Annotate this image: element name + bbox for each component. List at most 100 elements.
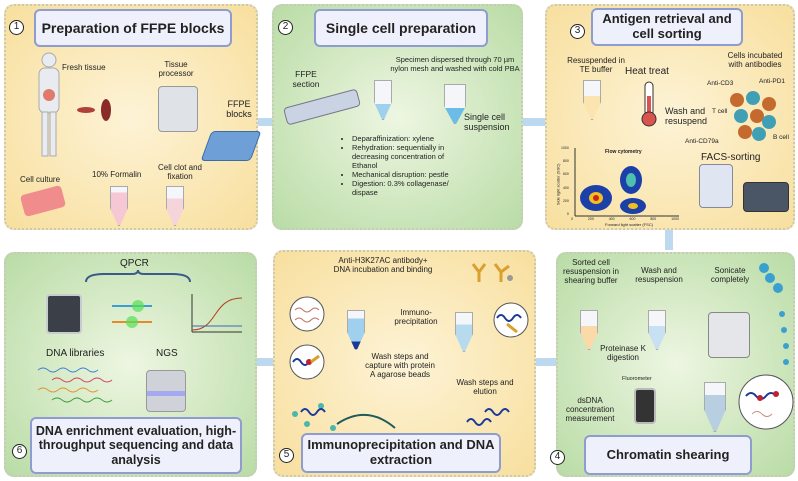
x-tick: 1000: [671, 217, 679, 221]
antibody-dna-complex-icon: [289, 344, 325, 380]
label-anti-cd3: Anti-CD3: [707, 80, 734, 87]
elution-tube-icon: [455, 312, 473, 352]
label-cell-culture: Cell culture: [20, 175, 61, 184]
antibody-icon: [471, 263, 513, 282]
wash-tube-icon: [648, 310, 666, 350]
panel-title: Chromatin shearing: [584, 435, 752, 475]
sheared-dna-circle-icon: [738, 374, 794, 430]
label-ngs: NGS: [156, 348, 178, 359]
step-item: Digestion: 0.3% collagenase/ dispase: [352, 179, 462, 197]
agarose-beads-icon: [292, 403, 396, 431]
eluted-complex-circle-icon: [493, 302, 529, 338]
sonicator-icon: [708, 312, 750, 358]
x-tick: 400: [608, 217, 615, 221]
label-formalin: 10% Formalin: [92, 170, 142, 179]
label-proteinase-k: Proteinase K digestion: [600, 344, 646, 363]
label-fresh-tissue: Fresh tissue: [62, 63, 106, 72]
human-body-icon: [38, 52, 60, 157]
tissue-processor-icon: [158, 86, 198, 132]
ngs-sequencer-icon: [146, 370, 186, 412]
panel-title: Single cell preparation: [314, 9, 488, 47]
qpcr-machine-icon: [46, 294, 82, 334]
culture-flask-icon: [19, 184, 67, 218]
label-ffpe-blocks: FFPE blocks: [226, 99, 252, 120]
label-cells-incubated: Cells incubated with antibodies: [727, 51, 783, 70]
flow-arrow-4-5: [536, 358, 556, 366]
y-tick: 800: [562, 159, 569, 164]
label-sonicate: Sonicate completely: [710, 266, 750, 285]
x-tick: 200: [587, 217, 594, 221]
shearing-buffer-tube-icon: [580, 310, 598, 350]
fluorometer-icon: [634, 388, 656, 424]
label-heat-treat: Heat treat: [625, 66, 669, 77]
step-item: Rehydration: sequentially in decreasing …: [352, 143, 462, 170]
label-wash-resuspension: Wash and resuspension: [635, 266, 683, 285]
flow-arrow-3-4: [665, 230, 673, 250]
label-t-cell: T cell: [712, 108, 728, 115]
panel-title: Preparation of FFPE blocks: [34, 9, 232, 47]
y-tick: 1000: [561, 146, 569, 150]
label-te-buffer: Resuspended in TE buffer: [567, 56, 625, 75]
label-antibody-binding: Anti-H3K27AC antibody+ DNA incubation an…: [333, 256, 433, 275]
panel-title: DNA enrichment evaluation, high-throughp…: [30, 417, 242, 474]
panel-1-ffpe-blocks: 1 Preparation of FFPE blocks Fresh tissu…: [4, 4, 262, 230]
panel-title: Immunoprecipitation and DNA extraction: [301, 433, 501, 473]
qpcr-probe-icon: [112, 300, 152, 328]
sheared-dna-tube-icon: [704, 382, 726, 432]
thermometer-icon: [641, 81, 657, 127]
label-wash-elution: Wash steps and elution: [456, 378, 514, 397]
label-b-cell: B cell: [773, 134, 789, 141]
tissue-sample-icon: [77, 99, 111, 121]
label-anti-pd1: Anti-PD1: [759, 78, 786, 85]
y-tick: 400: [562, 185, 569, 190]
flow-cytometry-title: Flow cytometry: [605, 149, 642, 155]
label-single-cell-suspension: Single cell suspension: [464, 112, 510, 133]
x-tick: 800: [650, 217, 657, 221]
step-number: 6: [12, 444, 27, 459]
step-item: Mechanical disruption: pestle: [352, 170, 462, 179]
chromatin-fragments-icon: [759, 263, 789, 365]
label-anti-cd79a: Anti-CD79a: [685, 138, 719, 145]
label-specimen: Specimen dispersed through 70 µm nylon m…: [390, 55, 520, 73]
panel-title: Antigen retrieval and cell sorting: [591, 8, 743, 46]
label-cell-clot: Cell clot and fixation: [157, 163, 203, 182]
label-dsdna-measurement: dsDNA concentration measurement: [565, 396, 615, 424]
label-qpcr: QPCR: [120, 258, 149, 269]
ffpe-block-icon: [200, 131, 262, 161]
label-wash-capture: Wash steps and capture with protein A ag…: [365, 352, 435, 380]
flow-arrow-5-6: [257, 358, 273, 366]
x-tick: 600: [629, 217, 636, 221]
formalin-tube-icon: [110, 186, 128, 226]
cell-clot-tube-icon: [166, 186, 184, 226]
panel-2-single-cell: 2 Single cell preparation FFPE section S…: [272, 4, 523, 230]
panel-4-chromatin-shearing: Sorted cell resuspension in shearing buf…: [550, 252, 795, 477]
y-axis-label: Side light scatter (SSC): [555, 163, 561, 206]
label-facs-sorting: FACS-sorting: [701, 152, 761, 163]
label-wash-resuspend: Wash and resuspend: [665, 106, 708, 127]
x-axis-label: Forward light scatter (FSC): [605, 222, 654, 227]
y-tick: 200: [562, 198, 569, 203]
amplification-curve-icon: [191, 294, 243, 333]
label-immunoprecipitation: Immuno- precipitation: [394, 308, 438, 327]
brace-icon: [85, 270, 191, 283]
panel-5-immunoprecipitation: Anti-H3K27AC antibody+ DNA incubation an…: [273, 250, 536, 477]
ip-tube-icon: [347, 310, 365, 350]
label-sorted-cell: Sorted cell resuspension in shearing buf…: [562, 258, 620, 286]
label-ffpe-section: FFPE section: [292, 69, 320, 89]
flow-arrow-1-2: [258, 118, 274, 126]
suspension-tube-icon: [444, 84, 466, 124]
y-tick: 600: [562, 172, 569, 177]
x-tick: 0: [571, 217, 573, 221]
dna-circle-icon: [289, 296, 325, 332]
dna-libraries-icon: [37, 367, 113, 403]
facs-machine-icon: [743, 182, 789, 212]
step-number: 5: [279, 448, 294, 463]
flow-arrow-2-3: [523, 118, 545, 126]
flow-cytometry-plot: [574, 148, 679, 217]
step-number: 3: [570, 24, 585, 39]
step-number: 1: [9, 20, 24, 35]
slide-icon: [282, 88, 362, 126]
te-buffer-tube-icon: [583, 80, 601, 120]
step-item: Deparaffinization: xylene: [352, 134, 462, 143]
